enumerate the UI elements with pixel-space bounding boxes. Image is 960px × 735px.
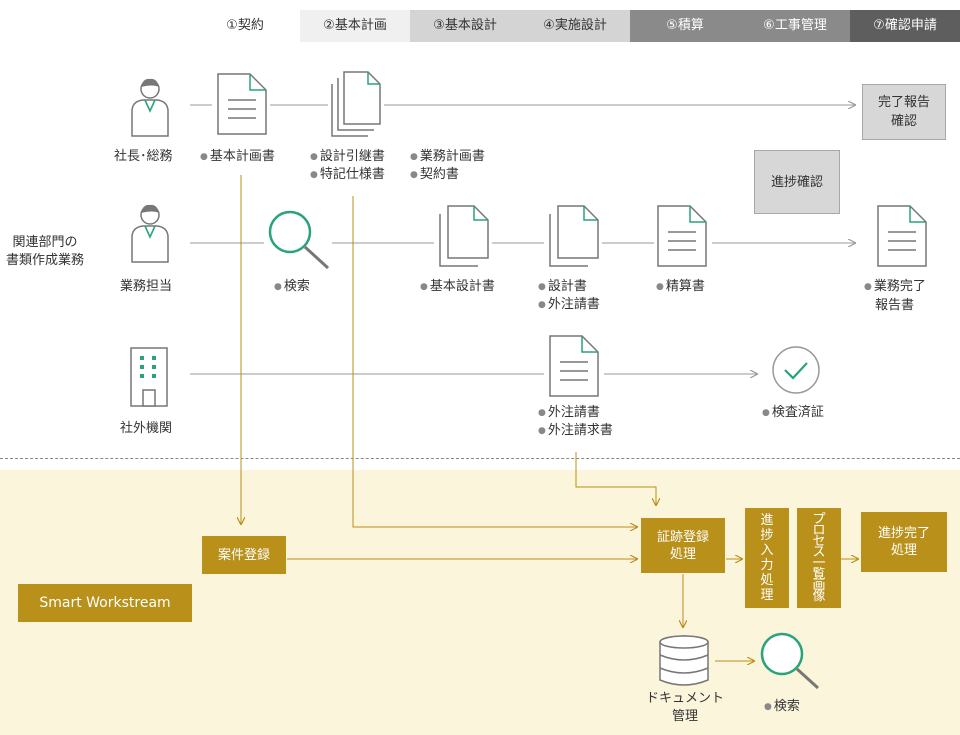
vertical-char: セ <box>812 534 826 549</box>
doc-label-basic-plan: 基本計画書 <box>200 148 275 167</box>
phase-tab-4: ④実施設計 <box>520 10 630 42</box>
doc-label-design-doc: 設計書 <box>538 278 587 297</box>
vertical-char: ス <box>812 545 826 560</box>
phase-tab-3: ③基本設計 <box>410 10 520 42</box>
doc-label-search: 検索 <box>274 278 310 297</box>
phase-tab-6: ⑥工事管理 <box>740 10 850 42</box>
vertical-char: 入 <box>760 543 774 558</box>
progress-input-box: 進捗入力処理 <box>745 508 789 608</box>
vertical-char: 理 <box>760 588 774 603</box>
separator-dashed-line <box>0 458 960 459</box>
doc-label-special-spec: 特記仕様書 <box>310 166 385 185</box>
doc-label-estimate: 精算書 <box>656 278 705 297</box>
actor-staff-label: 業務担当 <box>120 279 173 294</box>
completion-confirm-box: 完了報告 確認 <box>862 84 946 140</box>
gold-arrow-external-to-evidence <box>575 452 656 505</box>
vertical-char: プ <box>812 512 826 527</box>
doc-label-ext-outsource-invoice: 外注請求書 <box>538 422 613 441</box>
vertical-char: 捗 <box>760 528 774 543</box>
actor-external-label: 社外機関 <box>120 421 173 436</box>
progress-confirm-box: 進捗確認 <box>754 150 840 214</box>
doc-label-outsource-request: 外注請書 <box>538 296 600 315</box>
doc-label-ext-outsource-request: 外注請書 <box>538 404 600 423</box>
progress-complete-box: 進捗完了 処理 <box>861 512 947 572</box>
doc-label-work-plan: 業務計画書 <box>410 148 485 167</box>
smart-workstream-label: Smart Workstream <box>18 584 192 622</box>
phase-tab-5: ⑤積算 <box>630 10 740 42</box>
evidence-register-box: 証跡登録 処理 <box>641 518 725 573</box>
case-register-box: 案件登録 <box>202 536 286 574</box>
vertical-char: 力 <box>760 558 774 573</box>
phase-tab-1: ①契約 <box>190 10 300 42</box>
phase-tab-2: ②基本計画 <box>300 10 410 42</box>
related-dept-label: 関連部門の 書類作成業務 <box>6 235 85 268</box>
vertical-char: 処 <box>760 573 774 588</box>
doc-label-inspection-cert: 検査済証 <box>762 404 824 423</box>
gold-arrow-handover-to-evidence <box>352 196 637 527</box>
vertical-char: 一 <box>812 556 826 571</box>
doc-mgmt-label: ドキュメント 管理 <box>645 691 724 724</box>
vertical-char: 像 <box>812 589 826 604</box>
doc-label-contract: 契約書 <box>410 166 459 185</box>
vertical-char: ロ <box>812 523 826 538</box>
doc-label-design-handover: 設計引継書 <box>310 148 385 167</box>
actor-president-label: 社長･総務 <box>114 149 173 164</box>
ws-search-label: 検索 <box>764 698 800 717</box>
phase-tab-7: ⑦確認申請 <box>850 10 960 42</box>
vertical-char: 画 <box>812 578 826 593</box>
doc-label-basic-design: 基本設計書 <box>420 278 495 297</box>
vertical-char: 進 <box>760 513 774 528</box>
process-list-box: プロセス一覧画像 <box>797 508 841 608</box>
doc-label-completion-report: 業務完了 報告書 <box>864 278 926 315</box>
vertical-char: 覧 <box>812 567 826 582</box>
